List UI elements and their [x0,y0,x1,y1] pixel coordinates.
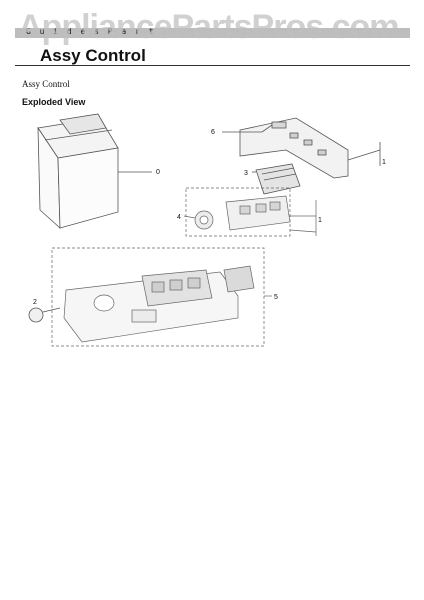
front-panel-assembly-group [51,247,272,347]
callout-4: 4 [177,214,181,221]
section-heading: Exploded View [22,97,86,107]
callout-6: 6 [211,129,215,136]
callout-0: 0 [156,169,160,176]
callout-3: 3 [244,170,248,177]
watermark-text: AppliancePartsPros.com [18,8,399,46]
callout-1-top: 1 [382,159,386,166]
page-title: Assy Control [40,46,146,65]
callout-1-mid: 1 [318,217,322,224]
header-small-text: G u i d e s P a r t [26,27,156,36]
title-divider [15,65,410,66]
knob-part [28,307,61,323]
washer-illustration [37,113,152,229]
callout-2: 2 [33,299,37,306]
callout-5: 5 [274,294,278,301]
subtitle: Assy Control [22,79,70,89]
rear-panel-part [222,117,381,179]
pcb-assembly-group [183,187,317,237]
header-strip [15,28,410,38]
display-cover-part [252,163,301,195]
